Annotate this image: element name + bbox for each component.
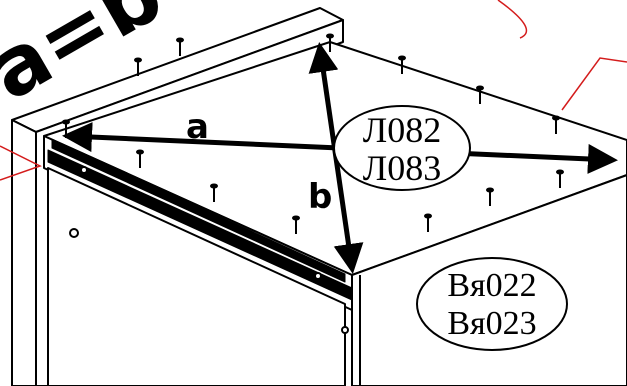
left-side-panel (47, 167, 346, 386)
nail-icon (424, 213, 432, 232)
screw-head-icon (80, 166, 88, 174)
callout-back-panel-line1: Л082 (363, 110, 441, 150)
callout-side-panel: Вя022 Вя023 (416, 257, 568, 351)
nail-icon (134, 57, 142, 76)
diagonal-b-label: b (308, 177, 332, 217)
nail-icon (176, 37, 184, 56)
red-markings (0, 0, 627, 181)
nail-icon (292, 215, 300, 234)
nail-icon (210, 183, 218, 202)
nail-icon (398, 55, 406, 74)
callout-side-panel-line2: Вя023 (447, 305, 536, 342)
callout-back-panel-line2: Л083 (363, 148, 441, 188)
nail-icon (486, 187, 494, 206)
callout-side-panel-line1: Вя022 (447, 267, 536, 304)
screw-head-icon (69, 228, 79, 238)
nail-icon (476, 85, 484, 104)
screw-head-icon (341, 326, 349, 334)
callout-back-panel: Л082 Л083 (333, 105, 471, 191)
screw-head-icon (314, 272, 322, 280)
front-rail (43, 135, 353, 311)
diagonal-a-label: a (186, 107, 209, 147)
